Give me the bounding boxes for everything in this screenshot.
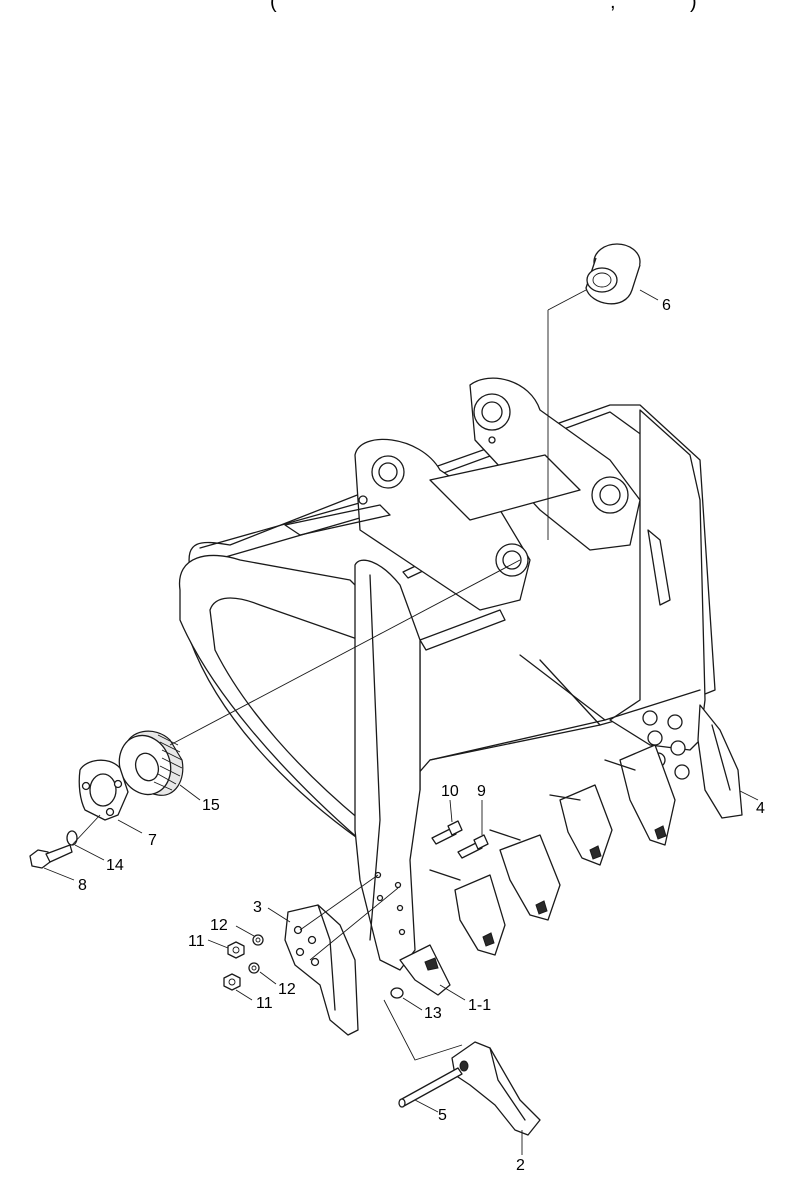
leader-15-axis <box>169 559 521 746</box>
header-close-paren: ) <box>690 0 697 13</box>
hub-part-15 <box>118 730 184 796</box>
label-part-11-upper: 11 <box>188 933 205 950</box>
leader-8-axis <box>71 814 101 846</box>
washer-part-14 <box>66 830 78 846</box>
bolt-part-10 <box>431 820 463 845</box>
nut-part-11-lower <box>223 973 241 991</box>
label-part-13: 13 <box>424 1005 442 1022</box>
label-part-15: 15 <box>202 797 220 814</box>
label-part-11-lower: 11 <box>256 995 273 1012</box>
leader-11b <box>235 989 253 1001</box>
label-part-9: 9 <box>477 783 486 800</box>
leader-6b <box>547 289 587 311</box>
label-part-12-upper: 12 <box>210 917 228 934</box>
bolt-part-8 <box>29 844 73 869</box>
label-part-10: 10 <box>441 783 459 800</box>
label-part-14: 14 <box>106 857 124 874</box>
bolt-part-9 <box>457 834 489 859</box>
leader-12a <box>235 925 255 937</box>
pin-part-5 <box>398 1067 463 1108</box>
washer-part-12-lower <box>248 962 260 974</box>
leader-11a <box>207 939 229 949</box>
leader-5 <box>414 1099 439 1113</box>
retainer-part-13 <box>390 987 404 999</box>
flange-part-7 <box>78 759 129 821</box>
label-part-3: 3 <box>253 899 262 916</box>
label-part-4: 4 <box>756 800 765 817</box>
label-part-2: 2 <box>516 1157 525 1174</box>
tooth-part-2 <box>451 1041 541 1136</box>
leader-15 <box>179 784 201 801</box>
leader-6c <box>639 289 659 301</box>
leader-3-axis-b <box>309 887 399 961</box>
leader-13-assembly <box>383 999 463 1061</box>
leader-14 <box>74 844 105 861</box>
bucket-body <box>178 377 716 971</box>
leader-3 <box>267 907 291 923</box>
leader-4 <box>737 789 759 801</box>
header-open-paren: ( <box>270 0 277 13</box>
nut-part-11-upper <box>227 941 245 959</box>
bushing-part-6 <box>585 243 641 305</box>
leader-3-axis-a <box>299 874 379 931</box>
teeth-row <box>399 744 676 996</box>
label-part-5: 5 <box>438 1107 447 1124</box>
leader-1-1 <box>439 984 466 1001</box>
leader-12b <box>259 971 277 985</box>
label-part-12-lower: 12 <box>278 981 296 998</box>
label-part-1-1: 1-1 <box>468 997 491 1014</box>
leader-10 <box>449 799 453 823</box>
side-cutter-part-3 <box>284 904 359 1036</box>
label-part-7: 7 <box>148 832 157 849</box>
leader-8 <box>43 867 75 881</box>
side-cutter-part-4 <box>697 704 743 819</box>
washer-part-12-upper <box>252 934 264 946</box>
label-part-6: 6 <box>662 297 671 314</box>
label-part-8: 8 <box>78 877 87 894</box>
leader-7 <box>117 819 143 834</box>
leader-13 <box>402 997 423 1011</box>
header-comma: , <box>610 0 616 13</box>
